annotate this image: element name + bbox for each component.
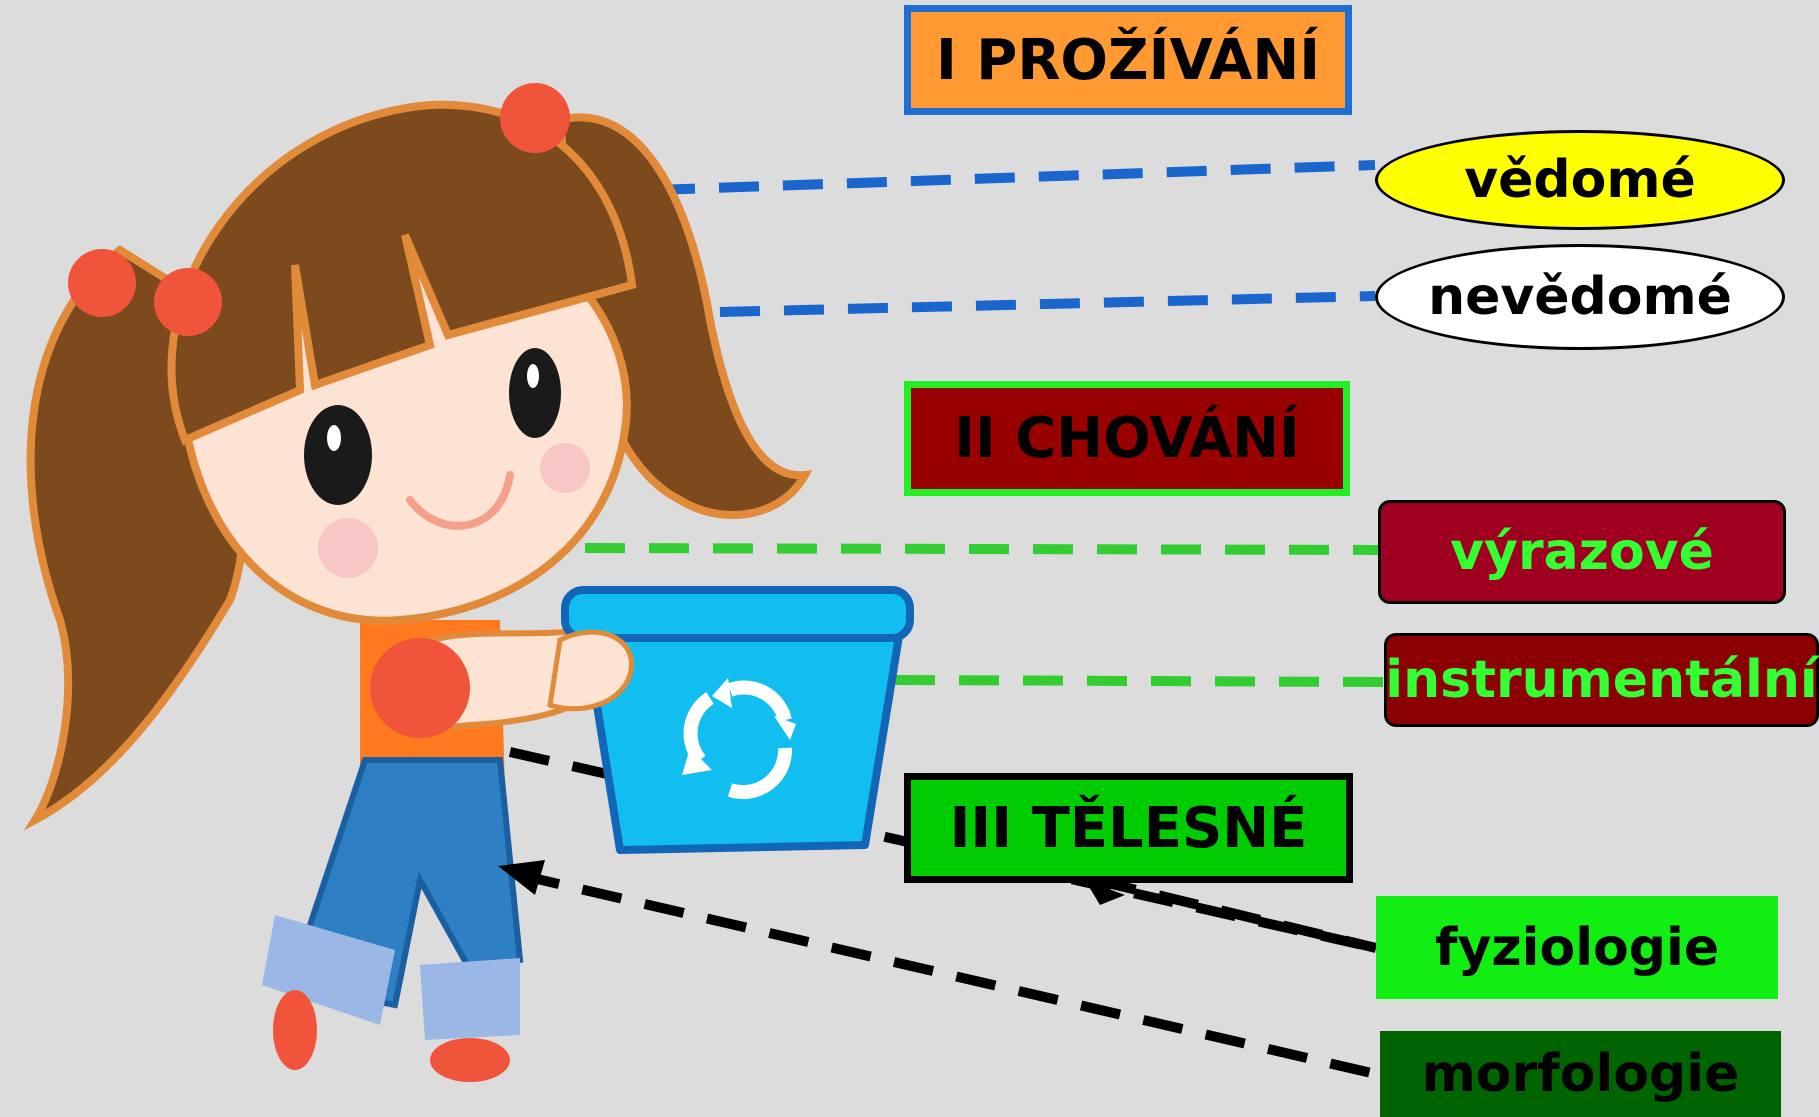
hair-bobble-3 (154, 268, 222, 336)
item-fyziologie: fyziologie (1376, 896, 1778, 999)
hand (547, 629, 634, 712)
item-vedome: vědomé (1375, 130, 1785, 230)
category-title-telesne: III TĚLESNÉ (904, 773, 1353, 883)
right-eye-highlight (527, 364, 539, 388)
left-cheek (318, 518, 378, 578)
connector-instrumentalni (894, 675, 1385, 687)
hair-bobble-2 (68, 249, 136, 317)
item-morfologie: morfologie (1380, 1031, 1781, 1117)
recycling-bin (547, 586, 914, 854)
arrowhead-morfologie (498, 860, 545, 895)
connector-nevedome (719, 291, 1376, 317)
mouth (406, 471, 514, 530)
connector-vedome (654, 160, 1376, 195)
right-eye (509, 348, 561, 438)
right-shoe (430, 1038, 510, 1082)
left-eye-highlight (327, 425, 341, 451)
arrowhead-fyziologie (1085, 880, 1125, 905)
left-shoe (273, 990, 317, 1070)
recycle-arrowheads (682, 678, 796, 775)
category-title-prozivani: I PROŽÍVÁNÍ (904, 5, 1352, 115)
left-cuff (262, 915, 395, 1025)
item-nevedome: nevědomé (1375, 244, 1785, 350)
left-eye (304, 405, 372, 505)
item-vyrazove: výrazové (1378, 500, 1786, 604)
category-title-chovani: II CHOVÁNÍ (904, 381, 1350, 496)
girl-illustration (23, 83, 813, 1082)
connector-morfologie (518, 870, 1382, 1080)
hair-bobble-1 (500, 83, 570, 153)
right-cheek (540, 443, 590, 493)
item-instrumentalni: instrumentální (1384, 633, 1819, 727)
connector-vyrazove (584, 543, 1379, 555)
recycle-icon (683, 680, 793, 800)
bin-rim (561, 586, 914, 642)
right-cuff (420, 958, 520, 1040)
sleeve (370, 638, 470, 738)
